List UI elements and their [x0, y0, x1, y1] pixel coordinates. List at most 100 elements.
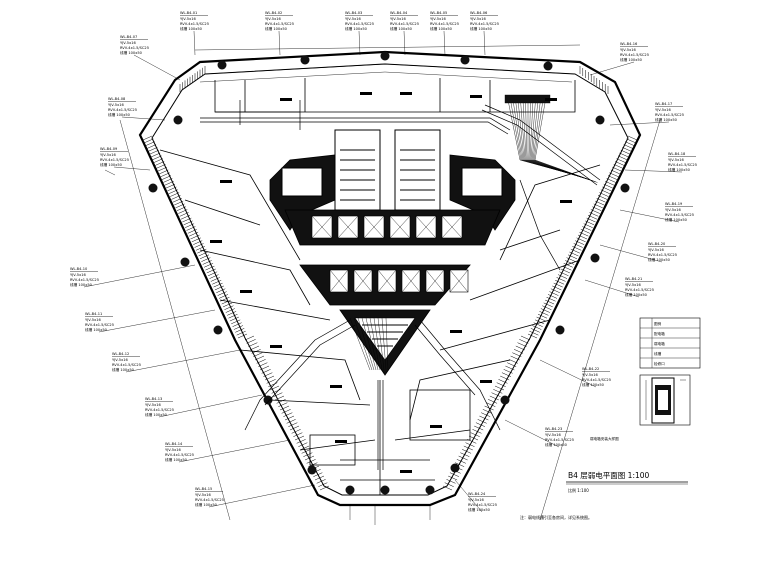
- facade-hatch-line: [486, 402, 496, 407]
- facade-hatch-line: [572, 246, 582, 251]
- facade-hatch-line: [313, 472, 323, 477]
- annotation-id: WL-B4-02: [265, 11, 282, 15]
- facade-hatch-line: [298, 442, 308, 447]
- facade-hatch-line: [448, 475, 458, 481]
- facade-hatch-line: [160, 172, 170, 177]
- building-core: [269, 129, 516, 376]
- room-tag: [400, 92, 412, 95]
- building-outline: [138, 50, 642, 507]
- annotation-conduit: RVV-4x1.5/SC25: [120, 46, 149, 50]
- annotation-conduit: RVV-4x1.5/SC25: [430, 22, 459, 26]
- facade-hatch-line: [481, 412, 491, 417]
- elevator-cross: [415, 215, 437, 239]
- facade-hatch-line: [613, 164, 623, 169]
- facade-hatch-line: [184, 223, 195, 228]
- facade-hatch-line: [619, 152, 629, 158]
- facade-hatch-line: [573, 243, 583, 248]
- facade-hatch-line: [565, 260, 575, 265]
- structural-columns: [148, 51, 630, 495]
- column: [300, 55, 310, 65]
- annotation-tray: 线槽 100x50: [145, 412, 168, 417]
- facade-hatch-line: [156, 164, 166, 169]
- cable-line: [381, 317, 387, 371]
- cable-line: [530, 99, 536, 161]
- facade-hatch-line: [176, 206, 187, 211]
- elevator-cross: [329, 269, 349, 293]
- annotation-conduit: RVV-4x1.5/SC25: [620, 53, 649, 57]
- annotation-leader: [443, 30, 446, 56]
- facade-hatch-line: [229, 316, 239, 322]
- cable-line: [534, 99, 546, 161]
- column: [213, 325, 223, 335]
- annotation-conduit: RVV-4x1.5/SC25: [195, 498, 224, 502]
- facade-hatch-line: [532, 325, 542, 330]
- column: [380, 485, 390, 495]
- facade-hatch-line: [191, 237, 201, 243]
- facade-hatching: [142, 66, 638, 491]
- facade-hatch-line: [180, 214, 191, 220]
- annotation-id: WL-B4-06: [470, 11, 488, 15]
- annotation-leader: [504, 419, 560, 448]
- facade-hatch-line: [193, 240, 203, 245]
- facade-hatch-line: [567, 254, 578, 260]
- annotation-tray: 线槽 100x50: [120, 50, 143, 55]
- drawing-scale: 比例 1:100: [568, 487, 589, 493]
- column: [620, 183, 630, 193]
- room-tag: [240, 290, 252, 293]
- annotation-leader: [178, 439, 291, 463]
- facade-hatch-line: [197, 248, 207, 254]
- room-tag: [400, 470, 412, 473]
- facade-hatch-line: [515, 345, 525, 351]
- annotation-leader: [624, 169, 683, 173]
- cable-line: [512, 99, 523, 161]
- facade-hatch-line: [221, 299, 231, 305]
- annotation-conduit: RVV-4x1.5/SC25: [345, 22, 374, 26]
- annotation-id: WL-B4-19: [665, 202, 683, 206]
- facade-hatch-line: [592, 206, 602, 211]
- facade-hatch-line: [206, 268, 216, 274]
- facade-hatch-line: [306, 459, 316, 464]
- facade-hatch-line: [577, 234, 588, 240]
- facade-hatch-line: [465, 442, 475, 447]
- facade-hatch-line: [254, 355, 265, 361]
- facade-hatch-line: [209, 274, 219, 279]
- annotation-id: WL-B4-04: [390, 11, 408, 15]
- annotation-id: WL-B4-20: [648, 242, 666, 246]
- cable-line: [515, 99, 524, 161]
- annotation-leader: [158, 394, 263, 418]
- annotation-tray: 线槽 100x50: [668, 167, 691, 172]
- facade-hatch-line: [547, 294, 558, 299]
- facade-hatch-line: [580, 229, 590, 234]
- facade-hatch-line: [545, 299, 555, 305]
- facade-hatch-line: [482, 409, 492, 414]
- cable-line: [507, 99, 521, 161]
- facade-hatch-line: [303, 452, 313, 457]
- facade-hatch-line: [152, 155, 162, 161]
- facade-hatch-line: [605, 181, 615, 186]
- column: [543, 61, 553, 71]
- facade-hatch-line: [179, 212, 189, 217]
- annotation-conduit: RVV-4x1.5/SC25: [648, 253, 677, 257]
- column: [307, 465, 317, 475]
- facade-hatch-line: [475, 422, 486, 427]
- facade-hatch-line: [498, 379, 508, 384]
- annotation-conduit: RVV-4x1.5/SC25: [85, 323, 114, 327]
- annotation-cable: YJV-5x16: [545, 433, 561, 437]
- annotation-leader: [193, 30, 196, 56]
- cable-line: [517, 99, 525, 161]
- facade-hatch-line: [264, 375, 275, 381]
- elevator-cross: [311, 215, 333, 239]
- annotation-tray: 线槽 100x50: [70, 282, 93, 287]
- facade-hatch-line: [289, 425, 300, 431]
- facade-hatch-line: [582, 226, 592, 231]
- facade-hatch-line: [273, 392, 283, 397]
- room-tag: [360, 92, 372, 95]
- facade-hatch-line: [266, 379, 276, 384]
- annotation-cable: YJV-5x16: [165, 448, 181, 452]
- facade-hatch-line: [269, 385, 280, 391]
